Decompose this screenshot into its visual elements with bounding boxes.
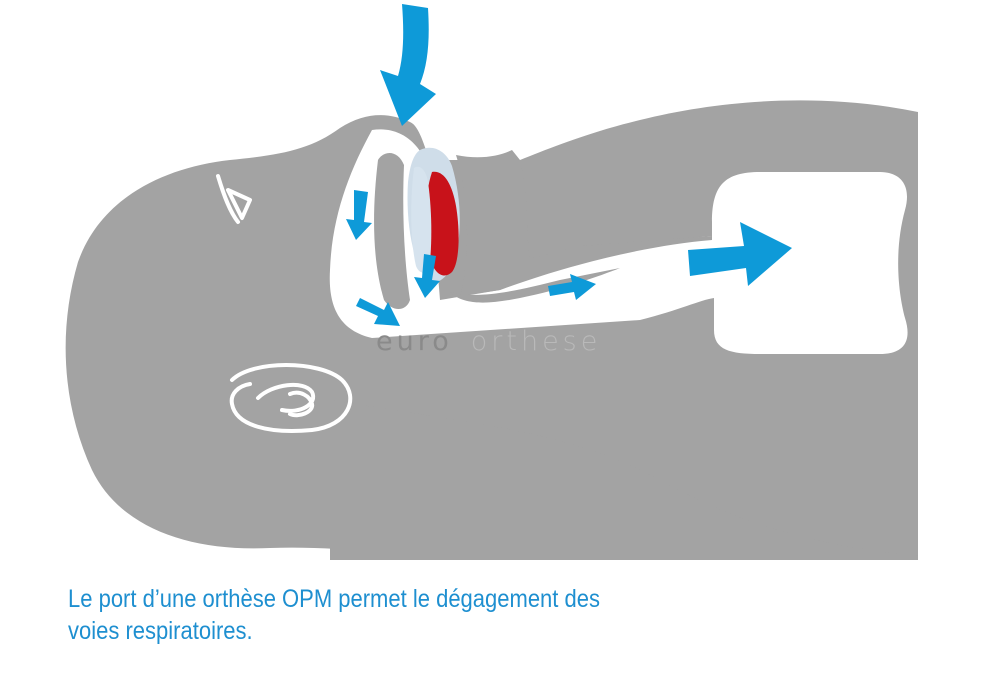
airflow-arrow-icon — [548, 274, 596, 300]
palate-divider — [374, 153, 410, 309]
ear-icon — [229, 363, 353, 433]
airflow-arrow-icon — [688, 222, 792, 286]
watermark-part1: euro — [376, 326, 453, 357]
airflow-arrow-icon — [356, 298, 400, 326]
head-silhouette — [65, 100, 918, 561]
watermark-logo: euro orthese — [376, 326, 601, 357]
airflow-arrow-icon — [346, 190, 372, 240]
airflow-arrow-icon — [414, 254, 440, 298]
orthosis-front — [411, 166, 432, 273]
eye-icon — [216, 174, 252, 224]
head-profile-illustration — [65, 4, 918, 561]
caption-line-2: voies respiratoires. — [68, 617, 253, 645]
watermark-part2: orthese — [470, 326, 602, 357]
upper-palate — [456, 150, 712, 296]
tongue-shape — [425, 171, 459, 276]
jaw-block — [450, 268, 620, 303]
caption-line-1: Le port d’une orthèse OPM permet le déga… — [68, 585, 600, 613]
airflow-arrow-icon — [380, 4, 436, 126]
caption-text: Le port d’une orthèse OPM permet le déga… — [68, 583, 790, 647]
neck-lower-edge — [330, 400, 918, 560]
airflow-arrows — [346, 4, 792, 326]
